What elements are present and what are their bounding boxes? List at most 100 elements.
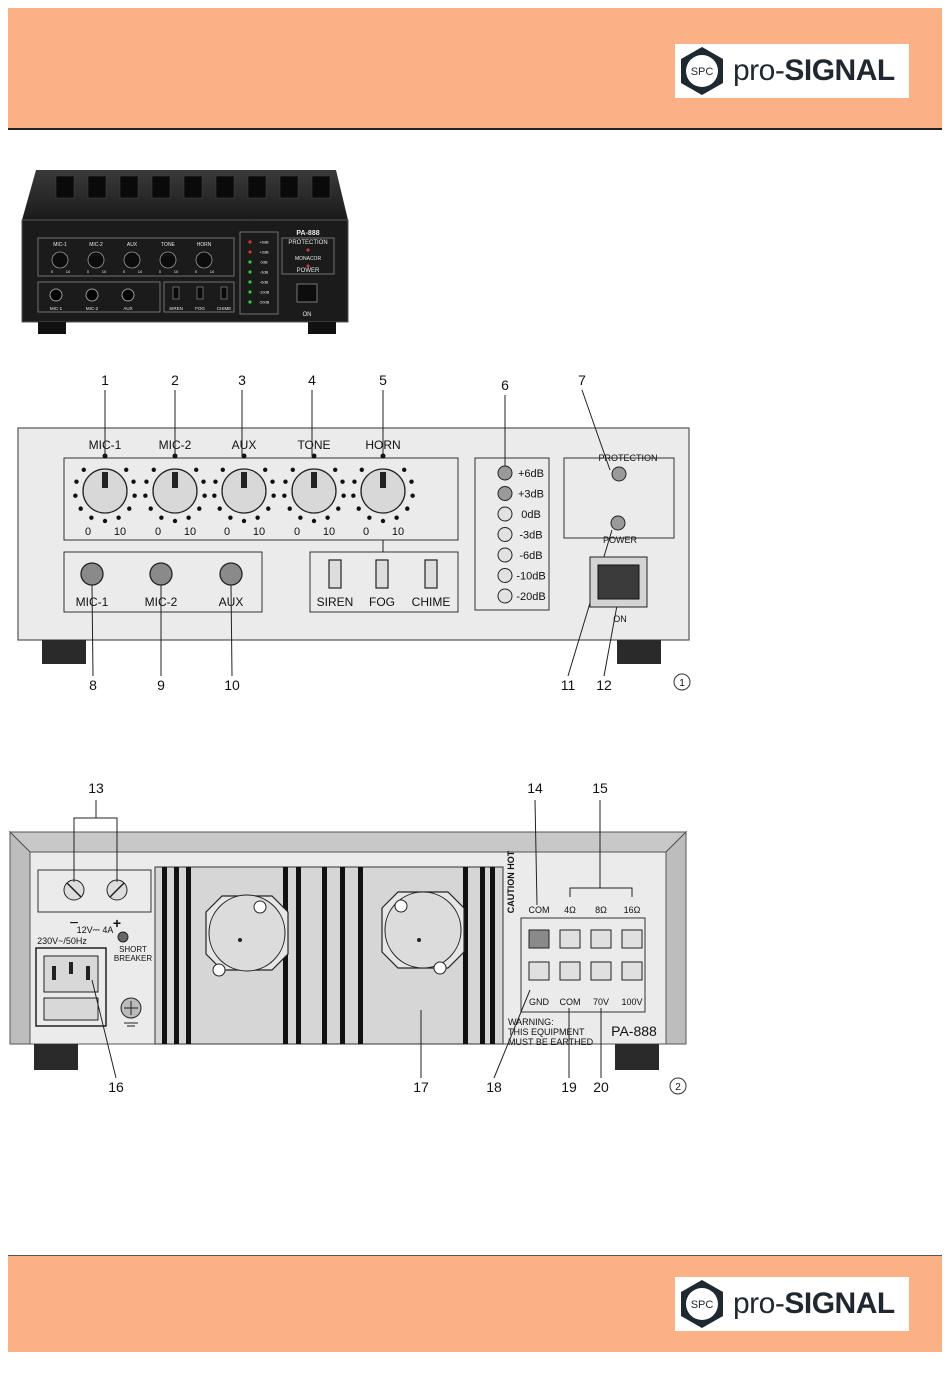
photo-knob xyxy=(123,251,141,269)
knob-scale-dot xyxy=(263,467,268,472)
logo-badge-text: SPC xyxy=(691,1299,714,1311)
photo-knob-min: 0 xyxy=(51,269,54,274)
heatsink-fin xyxy=(186,867,191,1044)
front-callout-top: 6 xyxy=(501,377,509,393)
level-led xyxy=(497,588,513,604)
photo-model: PA-888 xyxy=(296,230,319,237)
level-meter-section xyxy=(474,457,550,611)
vent-slot xyxy=(311,175,331,199)
front-foot-left xyxy=(42,640,86,664)
knob-scale-dot xyxy=(241,518,247,524)
rear-panel-diagram: − + 12V⎓ 4A 230V~/50Hz SHORT BREAKER CAU… xyxy=(8,780,688,1095)
front-callout-top: 4 xyxy=(308,372,316,388)
rear-foot-right xyxy=(615,1044,659,1070)
photo-knob xyxy=(159,251,177,269)
rear-callout: 15 xyxy=(592,780,608,796)
photo-level-label: +3dB xyxy=(259,250,269,255)
photo-switch-label: FOG xyxy=(195,306,205,311)
callout-leader xyxy=(230,584,233,677)
knob-pointer xyxy=(102,472,108,488)
front-callout-top: 5 xyxy=(379,372,387,388)
front-foot-right xyxy=(617,640,661,664)
terminal-label-bottom: COM xyxy=(560,997,581,1007)
knob-scale-dot xyxy=(333,467,338,472)
knob-scale-dot xyxy=(213,479,218,484)
rear-callout: 18 xyxy=(486,1079,502,1095)
heatsink-fin xyxy=(358,867,363,1044)
rear-callout: 13 xyxy=(88,780,104,796)
photo-foot-right xyxy=(308,322,336,334)
photo-input-label: MIC-1 xyxy=(50,306,63,311)
heatsink-fin xyxy=(296,867,301,1044)
photo-protection-label: PROTECTION xyxy=(288,240,327,246)
front-knob xyxy=(221,468,267,514)
photo-input-label: MIC-2 xyxy=(86,306,99,311)
level-label: +6dB xyxy=(518,468,544,480)
knob-scale-dot xyxy=(405,506,410,511)
input-section xyxy=(63,551,263,613)
brand-name: pro-SIGNAL xyxy=(733,54,895,87)
knob-scale-dot xyxy=(356,506,361,511)
protection-label: PROTECTION xyxy=(598,453,657,463)
photo-knob-max: 10 xyxy=(138,269,143,274)
front-knob xyxy=(152,468,198,514)
power-led xyxy=(610,515,626,531)
knob-scale-min: 0 xyxy=(85,526,91,538)
callout-leader xyxy=(534,799,538,906)
front-input-jack xyxy=(219,562,243,586)
switch-section xyxy=(309,551,459,613)
knob-scale-dot xyxy=(102,518,108,524)
on-label: ON xyxy=(613,614,627,624)
terminal-label-bottom: GND xyxy=(529,997,550,1007)
breaker-label-1: SHORT xyxy=(119,945,147,954)
knob-scale-dot xyxy=(172,518,178,524)
photo-input-jack xyxy=(49,288,63,302)
callout-leader xyxy=(493,989,531,1079)
knob-scale-max: 10 xyxy=(392,526,404,538)
knob-scale-dot xyxy=(131,479,136,484)
photo-foot-left xyxy=(38,322,66,334)
warning-line-3: MUST BE EARTHED xyxy=(508,1037,594,1047)
power-label: POWER xyxy=(603,535,638,545)
knob-scale-dot xyxy=(143,493,148,498)
rear-callout: 16 xyxy=(108,1079,124,1095)
callout-leader xyxy=(603,599,619,677)
front-knob xyxy=(291,468,337,514)
level-label: -20dB xyxy=(516,591,545,603)
vent-slot xyxy=(247,175,267,199)
terminal-bottom xyxy=(528,961,550,981)
front-switch-label: CHIME xyxy=(412,595,451,609)
photo-knob-label: MIC-2 xyxy=(89,242,103,248)
terminal-top xyxy=(590,929,612,949)
photo-knob xyxy=(51,251,69,269)
photo-switch-label: SIREN xyxy=(169,306,183,311)
front-panel-body xyxy=(17,427,690,641)
mains-socket xyxy=(35,947,107,1027)
dc-plus-label: + xyxy=(113,915,121,931)
knob-scale-dot xyxy=(89,515,94,520)
photo-level-led xyxy=(248,280,252,284)
knob-scale-dot xyxy=(201,479,206,484)
heatsink-fin xyxy=(174,867,179,1044)
photo-knob xyxy=(195,251,213,269)
knob-scale-dot xyxy=(402,467,407,472)
front-callout-bottom: 10 xyxy=(224,677,240,693)
figure-number-1: 1 xyxy=(679,678,685,689)
level-led xyxy=(497,465,513,481)
knob-scale-dot xyxy=(73,493,78,498)
knob-scale-dot xyxy=(194,467,199,472)
terminal-label-top: 16Ω xyxy=(624,905,641,915)
caution-hot-label: CAUTION HOT xyxy=(506,850,516,913)
speaker-terminal-block xyxy=(520,917,646,1013)
level-led xyxy=(497,486,513,501)
knob-scale-dot xyxy=(212,493,217,498)
heatsink-fin xyxy=(340,867,345,1044)
front-callout-top: 1 xyxy=(101,372,109,388)
terminal-bottom xyxy=(590,961,612,981)
header-logo: SPC pro-SIGNAL xyxy=(675,44,909,98)
photo-level-led xyxy=(248,250,252,254)
photo-level-led xyxy=(248,240,252,244)
photo-brand: MONACOR xyxy=(295,256,322,262)
